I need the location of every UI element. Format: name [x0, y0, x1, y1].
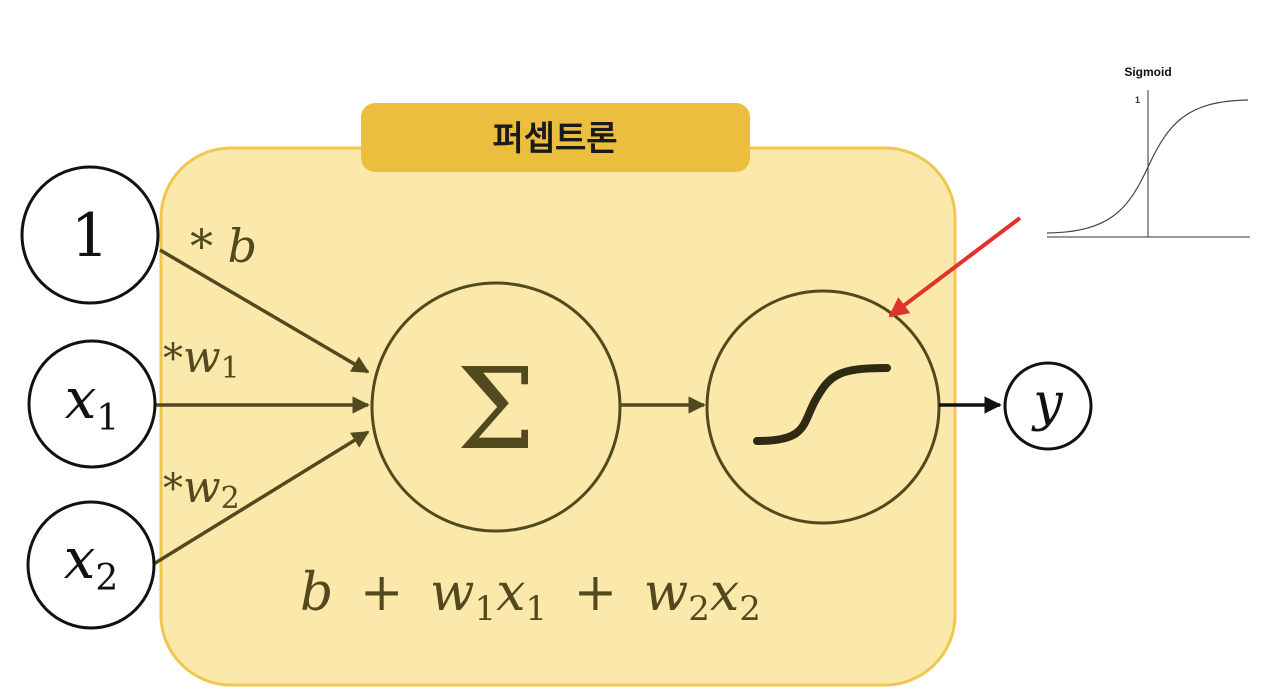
sigmoid-plot: Sigmoid 1	[1046, 65, 1250, 238]
sum-symbol: Σ	[456, 345, 535, 475]
sigmoid-plot-y-tick: 1	[1135, 95, 1140, 105]
sigmoid-plot-title: Sigmoid	[1124, 65, 1171, 79]
svg-text:x1: x1	[65, 367, 120, 439]
diagram-title: 퍼셉트론	[492, 119, 617, 159]
svg-text:*w2: *w2	[163, 462, 240, 516]
input-x2-base: x	[64, 527, 96, 592]
input-node-x1	[27, 339, 157, 469]
svg-text:*w1: *w1	[163, 332, 240, 386]
activation-node	[705, 289, 941, 525]
svg-text:x2: x2	[64, 527, 119, 599]
title-tab	[361, 103, 750, 172]
input-node-x2	[26, 500, 156, 630]
edge-x2	[151, 430, 370, 567]
weight-w1-sub: 1	[221, 351, 240, 386]
sigmoid-curve-icon	[753, 364, 891, 445]
weight-w2-prefix: *	[163, 466, 183, 512]
sigmoid-plot-curve	[1046, 99, 1249, 234]
weight-w1-prefix: *	[163, 336, 183, 382]
input-x1-base: x	[65, 367, 97, 432]
input-bias-label: 1	[71, 201, 109, 271]
edge-bias	[159, 248, 370, 374]
formula: b + w1x1 + w2x2	[300, 563, 761, 633]
pointer-arrow	[888, 216, 1022, 318]
output-node	[1003, 361, 1093, 451]
input-node-bias	[20, 165, 160, 305]
sum-node	[370, 281, 622, 533]
weight-w2-base: w	[183, 462, 221, 513]
weight-bias-label: * b	[190, 219, 257, 273]
input-x1-sub: 1	[96, 398, 119, 439]
input-x2-sub: 2	[95, 558, 118, 599]
weight-w2-sub: 2	[221, 481, 240, 516]
weight-w1-base: w	[183, 332, 221, 383]
output-label: y	[1031, 373, 1063, 433]
